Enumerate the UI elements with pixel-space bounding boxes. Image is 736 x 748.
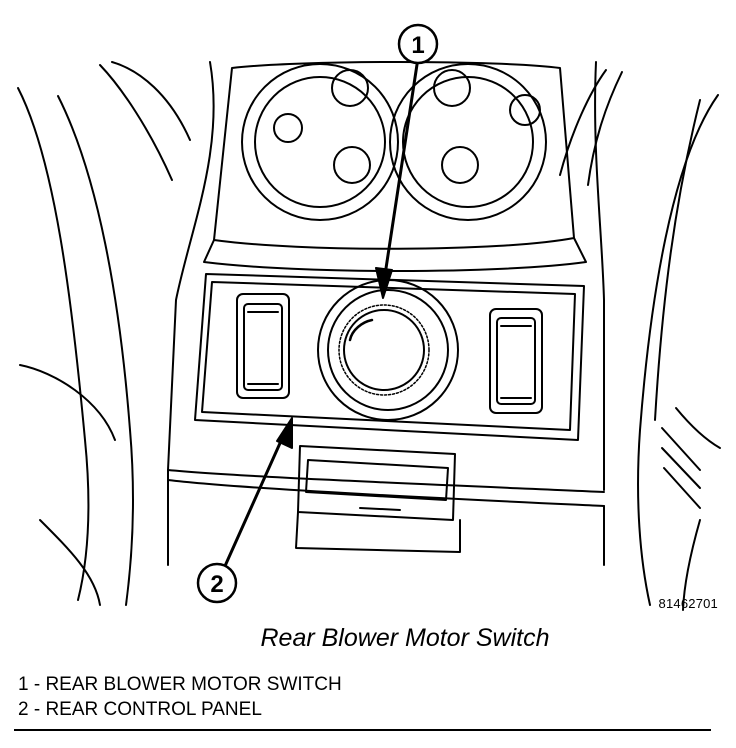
legend: 1 - REAR BLOWER MOTOR SWITCH 2 - REAR CO… — [18, 672, 342, 722]
figure-id: 81462701 — [658, 596, 718, 611]
console-body — [167, 61, 605, 566]
callout-2-label: 2 — [210, 571, 223, 598]
console-illustration: 1 2 — [17, 23, 721, 611]
cupholder-tray — [203, 61, 587, 272]
callout-2: 2 — [196, 417, 293, 604]
legend-item: 2 - REAR CONTROL PANEL — [18, 699, 262, 720]
bottom-rule — [14, 729, 711, 731]
right-seat-trim — [559, 69, 721, 611]
figure-caption: Rear Blower Motor Switch — [260, 624, 550, 652]
left-cup-holder — [241, 63, 399, 221]
storage-drawer — [295, 445, 461, 553]
rear-control-panel — [194, 273, 585, 441]
callout-1: 1 — [375, 23, 439, 299]
right-rocker-switch — [489, 308, 543, 414]
callout-1-label: 1 — [411, 32, 424, 59]
right-cup-holder — [389, 63, 547, 221]
left-rocker-switch — [236, 293, 290, 399]
left-seat-trim — [17, 61, 191, 606]
rear-blower-motor-switch — [317, 279, 459, 421]
legend-item: 1 - REAR BLOWER MOTOR SWITCH — [18, 674, 342, 695]
